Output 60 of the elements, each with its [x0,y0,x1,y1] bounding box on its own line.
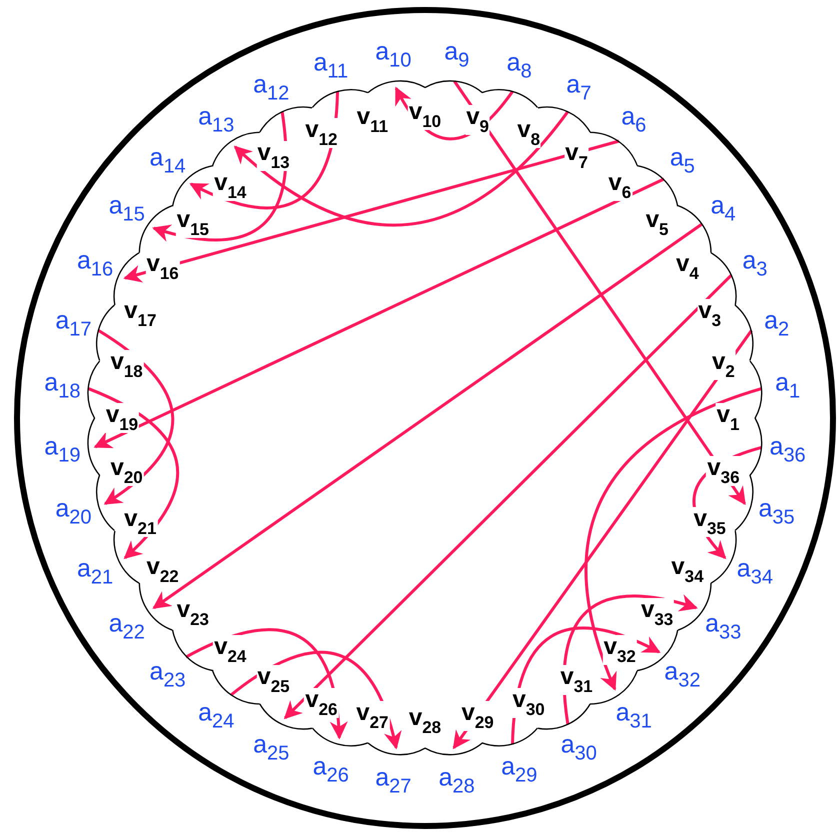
arc-label: a$_{1}$ [775,370,800,402]
arc-label: a$_{33}$ [705,611,742,642]
arc-label: a$_{8}$ [506,50,532,82]
arc-label: a$_{35}$ [758,496,795,528]
arrow [123,140,620,282]
arc-label: a$_{2}$ [764,308,790,340]
arrow [284,274,732,720]
arc-label: a$_{21}$ [77,556,114,588]
arc-label: a$_{30}$ [560,732,597,764]
vertex-label: v$_{36}$ [706,456,741,486]
arc-label: a$_{9}$ [444,40,470,71]
vertex-label: v$_{9}$ [465,104,490,135]
vertex-label: v$_{1}$ [716,403,740,433]
arrow [98,329,174,505]
arc-label: a$_{16}$ [77,248,114,280]
arc-label: a$_{31}$ [616,700,652,732]
arrow [585,387,762,691]
arc-label: a$_{11}$ [313,50,348,82]
arc-label: a$_{29}$ [501,754,538,786]
arc-label: a$_{5}$ [670,145,695,176]
arc-label: a$_{24}$ [198,700,234,732]
arc-label: a$_{15}$ [108,194,145,225]
vertex-label: v$_{30}$ [511,688,546,718]
arc-label: a$_{10}$ [375,40,412,71]
vertex-label: v$_{33}$ [640,598,674,628]
arrow [234,110,570,226]
arc-label: a$_{22}$ [108,611,145,642]
arc-label: a$_{34}$ [736,556,773,588]
vertex-label: v$_{19}$ [104,403,140,433]
vertex-label: v$_{18}$ [109,350,144,380]
arc-label: a$_{26}$ [312,754,349,786]
vertex-label: v$_{2}$ [710,350,736,380]
arc-label: a$_{18}$ [44,370,80,402]
vertex-label: v$_{26}$ [304,688,338,718]
arc-label: a$_{13}$ [198,104,234,136]
arc-label: a$_{4}$ [710,194,736,225]
arrow [152,222,703,610]
vertex-label: v$_{3}$ [697,299,722,330]
arc-label: a$_{20}$ [55,496,92,528]
vertex-label: v$_{31}$ [559,665,594,696]
vertex-label: v$_{25}$ [256,665,291,696]
arc-label: a$_{7}$ [566,72,592,104]
vertex-label: v$_{29}$ [460,701,495,732]
arc-label: a$_{6}$ [621,104,646,136]
vertex-label: v$_{32}$ [602,635,637,666]
arc-label: a$_{28}$ [438,765,475,796]
arc-label: a$_{36}$ [770,434,806,466]
arc-label: a$_{19}$ [44,434,80,466]
arc-label: a$_{14}$ [150,145,186,176]
arc-label: a$_{23}$ [150,660,186,691]
vertex-label: v$_{13}$ [256,140,291,171]
arc-label: a$_{17}$ [55,308,92,340]
arc-label: a$_{32}$ [664,660,700,691]
vertex-label: v$_{12}$ [304,118,338,148]
arrow [94,178,665,448]
arc-label: a$_{3}$ [742,248,768,280]
vertex-label: v$_{35}$ [692,506,727,537]
arc-label: a$_{12}$ [253,72,290,104]
arc-label: a$_{25}$ [253,732,290,764]
arc-label: a$_{27}$ [375,765,412,796]
